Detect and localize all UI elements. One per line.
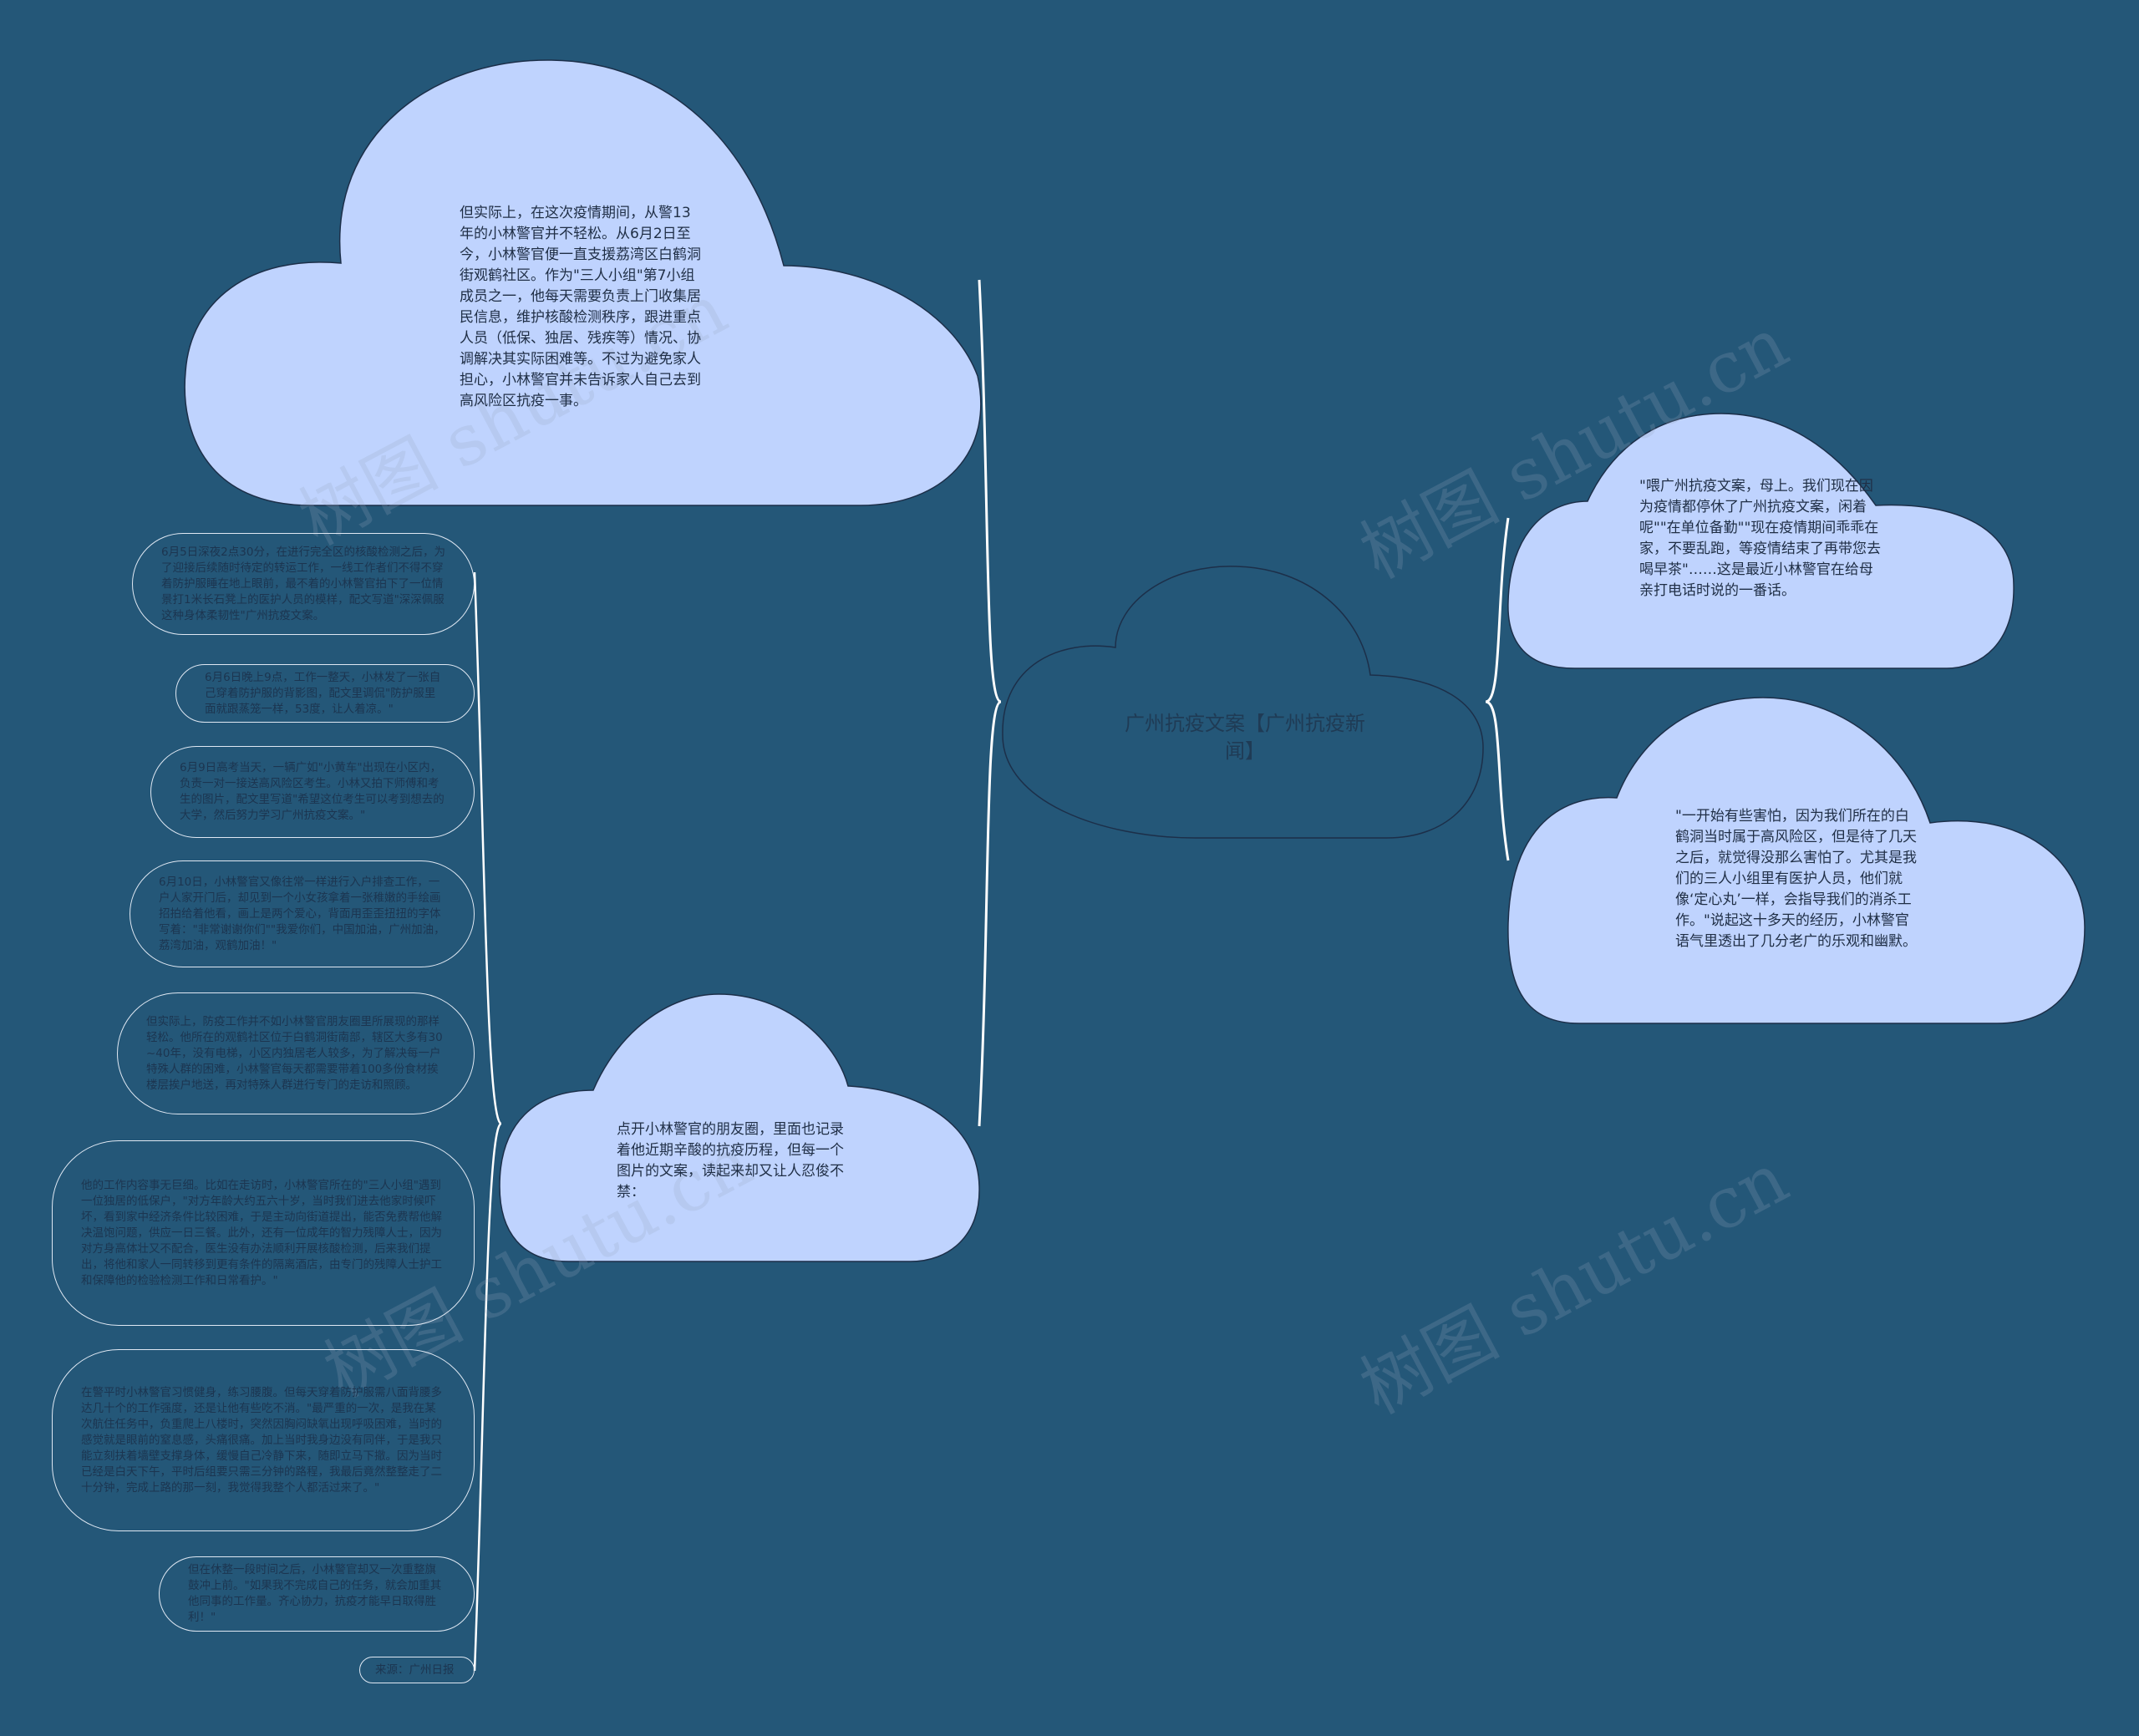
cloud-top-left — [184, 59, 982, 506]
connector-center-right — [1485, 517, 1510, 861]
leaf-node-text: 6月9日高考当天，一辆广如"小黄车"出现在小区内，负责一对一接送高风险区考生。小… — [180, 761, 445, 822]
leaf-node-text: 但实际上，防疫工作并不如小林警官朋友圈里所展现的那样轻松。他所在的观鹤社区位于白… — [146, 1014, 443, 1092]
leaf-node-text: 在警平时小林警官习惯健身，练习腰腹。但每天穿着防护服需八面背腰多达几十个的工作强… — [81, 1385, 442, 1495]
cloud-bottom-middle — [499, 993, 980, 1262]
leaf-node[interactable]: 但实际上，防疫工作并不如小林警官朋友圈里所展现的那样轻松。他所在的观鹤社区位于白… — [117, 992, 475, 1114]
leaf-node-text: 6月5日深夜2点30分，在进行完全区的核酸检测之后，为了迎接后续随时待定的转运工… — [161, 545, 445, 622]
top-cloud-text: 但实际上，在这次疫情期间，从警13年的小林警官并不轻松。从6月2日至今，小林警官… — [460, 205, 701, 409]
leaf-node[interactable]: 但在休整一段时间之后，小林警官却又一次重整旗鼓冲上前。"如果我不完成自己的任务，… — [159, 1556, 475, 1632]
cloud-right-bottom — [1507, 697, 2086, 1024]
leaf-node-text: 来源：广州日报 — [375, 1662, 455, 1677]
leaf-node-text: 但在休整一段时间之后，小林警官却又一次重整旗鼓冲上前。"如果我不完成自己的任务，… — [188, 1563, 442, 1624]
leaf-node-text: 6月6日晚上9点，工作一整天，小林发了一张自己穿着防护服的背影图，配文里调侃"防… — [205, 670, 441, 716]
connector-bottom-leaves — [473, 571, 503, 1672]
leaf-node-text: 他的工作内容事无巨细。比如在走访时，小林警官所在的"三人小组"遇到一位独居的低保… — [81, 1178, 442, 1287]
leaf-node[interactable]: 6月5日深夜2点30分，在进行完全区的核酸检测之后，为了迎接后续随时待定的转运工… — [132, 533, 475, 635]
cloud-right-top — [1507, 413, 2015, 669]
leaf-node[interactable]: 6月10日，小林警官又像往常一样进行入户排查工作，一户人家开门后，却见到一个小女… — [130, 860, 475, 967]
leaf-node[interactable]: 来源：广州日报 — [359, 1657, 475, 1683]
center-cloud — [1002, 566, 1484, 839]
leaf-node[interactable]: 6月9日高考当天，一辆广如"小黄车"出现在小区内，负责一对一接送高风险区考生。小… — [150, 746, 475, 838]
bottom-cloud-text: 点开小林警官的朋友圈，里面也记录着他近期辛酸的抗疫历程，但每一个图片的文案，读起… — [617, 1121, 844, 1200]
leaf-node[interactable]: 在警平时小林警官习惯健身，练习腰腹。但每天穿着防护服需八面背腰多达几十个的工作强… — [52, 1349, 475, 1531]
leaf-node[interactable]: 6月6日晚上9点，工作一整天，小林发了一张自己穿着防护服的背影图，配文里调侃"防… — [175, 664, 475, 723]
right-cloud-text-1: "喂广州抗疫文案，母上。我们现在因为疫情都停休了广州抗疫文案，闲着呢""在单位备… — [1639, 478, 1881, 599]
right-cloud-text-2: "一开始有些害怕，因为我们所在的白鹤洞当时属于高风险区，但是待了几天之后，就觉得… — [1675, 808, 1917, 950]
leaf-node-text: 6月10日，小林警官又像往常一样进行入户排查工作，一户人家开门后，却见到一个小女… — [159, 875, 445, 952]
leaf-node[interactable]: 他的工作内容事无巨细。比如在走访时，小林警官所在的"三人小组"遇到一位独居的低保… — [52, 1140, 475, 1326]
connector-center-left — [978, 279, 1002, 1127]
center-title[interactable]: 广州抗疫文案【广州抗疫新闻】 — [1125, 712, 1365, 763]
